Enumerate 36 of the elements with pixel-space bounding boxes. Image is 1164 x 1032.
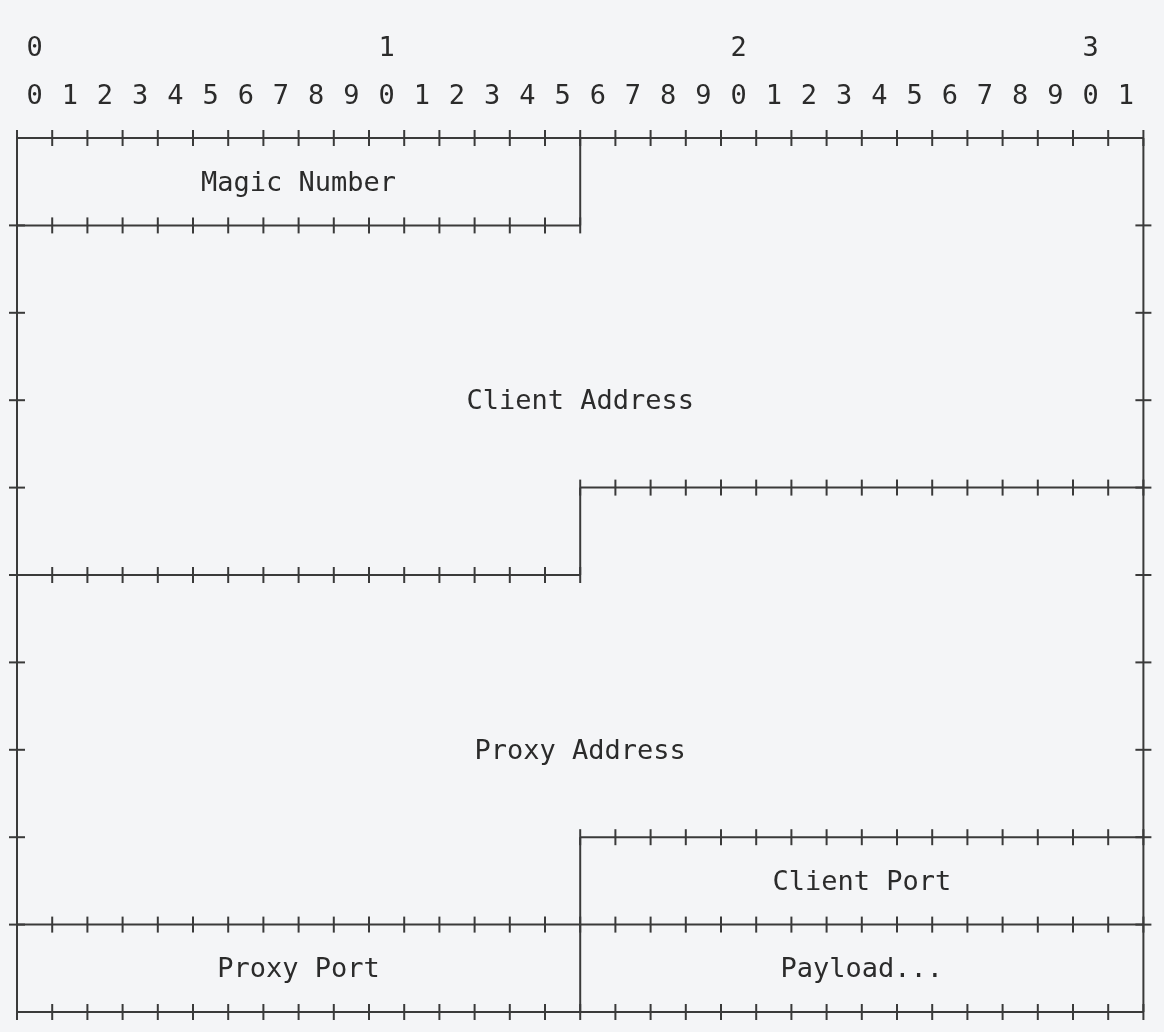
bit-ruler-number: 3: [835, 79, 854, 111]
bit-ruler-number: 6: [588, 79, 607, 111]
bit-ruler-number: 1: [1116, 79, 1135, 111]
bit-ruler-number: 2: [729, 31, 748, 63]
bit-ruler-number: 4: [518, 79, 537, 111]
bit-ruler-number: 3: [1081, 31, 1100, 63]
bit-ruler-number: 2: [447, 79, 467, 111]
bit-ruler-number: 0: [729, 79, 748, 111]
bit-ruler-number: 8: [307, 79, 326, 111]
bit-ruler-number: 5: [201, 79, 220, 111]
bit-ruler-number: 5: [553, 79, 572, 111]
bit-ruler-number: 5: [905, 79, 924, 111]
bit-ruler-number: 1: [412, 79, 431, 111]
bit-ruler-number: 9: [1046, 79, 1065, 111]
bit-ruler-number: 9: [694, 79, 713, 111]
bit-ruler-number: 4: [166, 79, 185, 111]
bit-ruler-number: 2: [95, 79, 115, 111]
bit-ruler-number: 7: [975, 79, 995, 111]
bit-ruler-number: 7: [271, 79, 291, 111]
bit-ruler-number: 3: [131, 79, 150, 111]
bit-ruler-number: 6: [940, 79, 959, 111]
bit-ruler-number: 0: [377, 79, 396, 111]
bit-ruler-number: 3: [483, 79, 502, 111]
bit-ruler-number: 0: [1081, 79, 1100, 111]
bit-ruler-number: 9: [342, 79, 361, 111]
bit-ruler-number: 4: [870, 79, 889, 111]
bit-ruler-number: 8: [1011, 79, 1030, 111]
bit-ruler-number: 1: [377, 31, 396, 63]
bit-ruler-number: 0: [25, 31, 44, 63]
bit-ruler-number: 0: [25, 79, 44, 111]
bit-ruler-number: 8: [659, 79, 678, 111]
bit-ruler-number: 1: [60, 79, 79, 111]
bit-ruler-number: 6: [236, 79, 255, 111]
bit-ruler-number: 1: [764, 79, 783, 111]
bit-ruler-number: 7: [623, 79, 643, 111]
bit-ruler-number: 2: [799, 79, 819, 111]
